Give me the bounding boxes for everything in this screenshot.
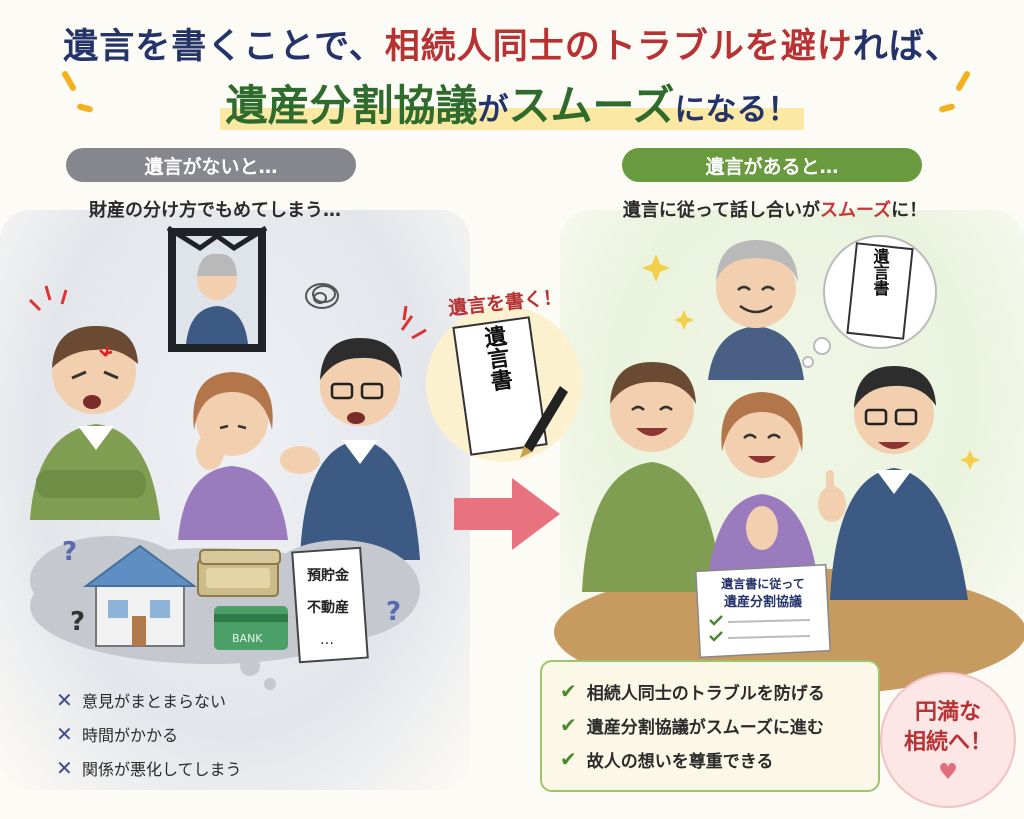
title-emphasis: 相続人同士のトラブルを避け xyxy=(384,27,853,67)
asset-document: 預貯金 不動産 … xyxy=(291,546,369,664)
list-item: ✕ 時間がかかる xyxy=(56,720,242,748)
list-item: ✕ 意見がまとまらない xyxy=(56,686,242,714)
svg-text:?: ? xyxy=(386,597,401,627)
subheading-part: に！ xyxy=(891,200,928,221)
subheading-emphasis: スムーズ xyxy=(820,200,892,221)
benefit-label: 相続人同士のトラブルを防げる xyxy=(586,683,825,704)
issue-label: 時間がかかる xyxy=(82,726,179,745)
title-highlight: 遺産分割協議がスムーズになる！ xyxy=(219,81,805,130)
title-part: が xyxy=(477,92,509,128)
cross-icon: ✕ xyxy=(56,756,73,780)
house-icon xyxy=(82,544,198,647)
benefit-label: 故人の想いを尊重できる xyxy=(586,751,774,772)
cross-icon: ✕ xyxy=(56,722,73,746)
memorial-portrait xyxy=(166,225,268,352)
svg-text:?: ? xyxy=(62,537,77,567)
list-item: ✔ 遺産分割協議がスムーズに進む xyxy=(560,708,860,742)
badge-line: 円満な xyxy=(914,700,981,725)
issue-label: 意見がまとまらない xyxy=(82,692,227,711)
bank-card-icon: BANK xyxy=(214,606,288,650)
issue-label: 関係が悪化してしまう xyxy=(82,760,242,779)
check-icon: ✔ xyxy=(560,747,577,771)
without-will-subheading: 財産の分け方でもめてしまう… xyxy=(89,200,341,221)
grandfather-illustration xyxy=(708,240,804,380)
question-mark-icon: ? ? ? xyxy=(62,537,401,637)
svg-text:?: ? xyxy=(70,607,85,637)
cross-icon: ✕ xyxy=(56,688,73,712)
asset-document-line: 預貯金 xyxy=(307,567,350,584)
banknotes-icon xyxy=(197,549,281,597)
will-writing-circle: 遺言書 xyxy=(426,306,582,462)
thought-will-text: 遺言書 xyxy=(871,247,890,297)
title-line-1: 遺言を書くことで、相続人同士のトラブルを避ければ、 xyxy=(0,18,1024,69)
with-will-subheading: 遺言に従って話し合いがスムーズに！ xyxy=(595,196,955,222)
title-emphasis: 遺産分割協議 xyxy=(225,81,478,130)
sparkle-icon xyxy=(642,254,980,470)
list-item: ✔ 相続人同士のトラブルを防げる xyxy=(560,674,860,708)
division-agreement-document: 遺言書に従って 遺産分割協議 xyxy=(695,563,831,659)
check-icon: ✔ xyxy=(560,679,577,703)
pointing-man-illustration xyxy=(818,366,968,600)
bank-card-label: BANK xyxy=(232,632,263,645)
badge-line: 相続へ！ xyxy=(903,730,992,755)
title-part: れば、 xyxy=(852,27,961,67)
title-part: になる！ xyxy=(674,92,799,128)
title-emphasis: スムーズ xyxy=(508,81,675,130)
list-item: ✔ 故人の想いを尊重できる xyxy=(560,742,860,776)
agreement-doc-line: 遺言書に従って xyxy=(720,576,804,591)
frustration-scribble-icon xyxy=(305,283,339,309)
angry-man-illustration xyxy=(28,285,160,520)
title-line-2: 遺産分割協議がスムーズになる！ xyxy=(0,72,1024,133)
next-arrow-icon xyxy=(454,478,560,550)
check-icon: ✔ xyxy=(560,713,577,737)
happy-man-illustration xyxy=(582,362,722,592)
heart-icon: ♥ xyxy=(938,760,958,785)
will-thought-bubble: 遺言書 xyxy=(802,235,937,368)
arguing-man-illustration xyxy=(280,305,427,560)
title-part: 遺言を書くことで、 xyxy=(63,27,385,67)
asset-document-line: … xyxy=(320,632,334,648)
asset-document-line: 不動産 xyxy=(307,599,349,616)
harmonious-inheritance-badge: 円満な 相続へ！ ♥ xyxy=(880,672,1016,808)
with-will-heading: 遺言があると… xyxy=(622,148,922,182)
issues-list: ✕ 意見がまとまらない ✕ 時間がかかる ✕ 関係が悪化してしまう xyxy=(56,686,242,788)
benefits-panel: ✔ 相続人同士のトラブルを防げる ✔ 遺産分割協議がスムーズに進む ✔ 故人の想いを尊… xyxy=(540,660,880,792)
list-item: ✕ 関係が悪化してしまう xyxy=(56,754,242,782)
subheading-part: 遺言に従って話し合いが xyxy=(622,200,820,221)
worried-woman-illustration xyxy=(178,372,288,540)
without-will-heading: 遺言がないと… xyxy=(66,148,356,182)
benefit-label: 遺産分割協議がスムーズに進む xyxy=(586,717,824,738)
agreement-doc-line: 遺産分割協議 xyxy=(723,594,802,610)
